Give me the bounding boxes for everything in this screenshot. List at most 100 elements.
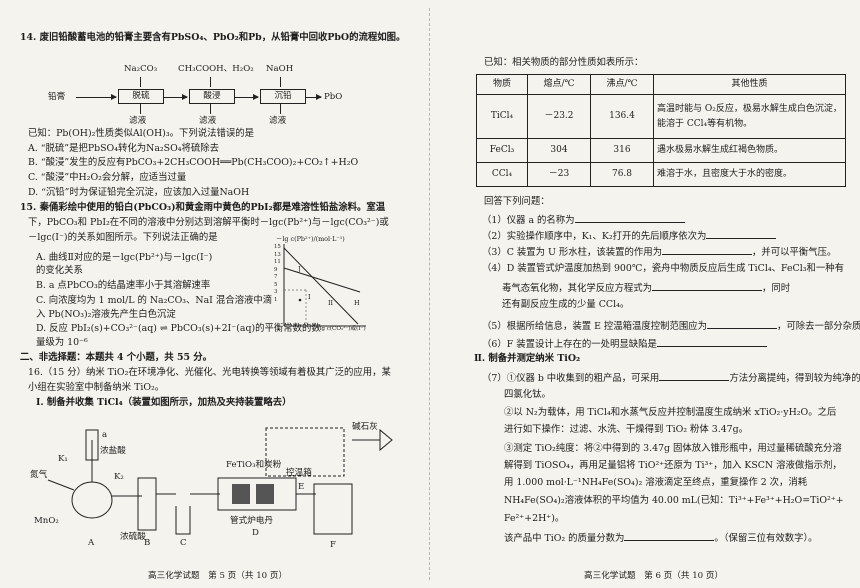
flow-start: 铅膏 — [48, 92, 66, 102]
q7-line2: 四氯化钛。 — [504, 389, 551, 400]
table-row: TiCl₄ －23.2 136.4 高温时能与 O₂反应，极易水解生成白色沉淀，… — [476, 94, 846, 139]
q15-graph-label-j: J — [298, 265, 301, 273]
left-column: 14. 废旧铅酸蓄电池的铅膏主要含有PbSO₄、PbO₂和Pb，从铅膏中回收Pb… — [0, 0, 420, 588]
q15-option-c-cont: 入 Pb(NO₃)₂溶液先产生白色沉淀 — [36, 309, 176, 320]
q7-line10: 该产品中 TiO₂ 的质量分数为。（保留三位有效数字）。 — [504, 530, 818, 547]
apparatus-label-F: F — [330, 540, 336, 550]
q2: （2）实验操作顺序中，K₁、K₂打开的先后顺序依次为 — [482, 228, 777, 245]
apparatus-label-E: E — [298, 482, 305, 492]
answer-intro: 回答下列问题： — [484, 196, 550, 207]
q3: （3）C 装置为 U 形水柱，该装置的作用为，并可以平衡气压。 — [482, 244, 836, 261]
q15-line3: －lgc(I⁻)的关系如图所示。下列说法正确的是 — [28, 232, 218, 243]
table-header: 熔点/℃ — [527, 74, 591, 95]
apparatus-label-D: D — [252, 528, 259, 538]
apparatus-label-a: a — [102, 430, 108, 440]
table-row: CCl₄ －23 76.8 难溶于水，且密度大于水的密度。 — [476, 162, 846, 187]
apparatus-label-fetio3: FeTiO₃和炭粉 — [226, 460, 282, 470]
q15-graph-ylabel: －lg c(Pb²⁺)/(mol·L⁻¹) — [276, 235, 345, 243]
answer-blank[interactable] — [624, 530, 715, 541]
q5: （5）根据所给信息，装置 E 控温箱温度控制范围应为，可除去一部分杂质。 — [482, 318, 860, 335]
apparatus-label-C: C — [180, 538, 187, 548]
apparatus-label-k1: K₁ — [58, 454, 68, 464]
apparatus-label-B: B — [144, 538, 151, 548]
flow-filtrate-2: 滤液 — [199, 116, 217, 126]
flow-reagent-3: NaOH — [266, 64, 294, 74]
properties-table: 物质 熔点/℃ 沸点/℃ 其他性质 TiCl₄ －23.2 136.4 高温时能… — [476, 74, 846, 187]
column-divider — [429, 8, 430, 580]
q16-apparatus-diagram: 氮气 K₁ K₂ a 浓盐酸 MnO₂ 浓硫酸 FeTiO₃和炭粉 A B C … — [30, 410, 402, 555]
apparatus-svg — [47, 427, 393, 535]
apparatus-label-A: A — [88, 538, 95, 548]
q7-line4: 进行如下操作：过滤、水洗、干燥得到 TiO₂ 粉体 3.47g。 — [504, 424, 749, 435]
q7-line1: （7）①仪器 b 中收集到的粗产品，可采用方法分离提纯，得到较为纯净的 — [482, 370, 860, 387]
q7-line3: ②以 N₂为载体，用 TiCl₄和水蒸气反应并控制温度生成纳米 xTiO₂·yH… — [504, 407, 837, 418]
apparatus-label-control-box: 控温箱 — [286, 468, 312, 478]
q15-option-a-cont: 的变化关系 — [36, 265, 83, 276]
flow-reagent-1: Na₂CO₃ — [124, 64, 158, 74]
q15-option-a: A. 曲线Ⅱ对应的是－lgc(Pb²⁺)与－lgc(I⁻) — [36, 252, 213, 263]
part2-heading: Ⅱ. 制备并测定纳米 TiO₂ — [474, 353, 581, 364]
flow-step-desulfurize: 脱硫 — [118, 89, 164, 104]
q16-line1: 16.（15 分）纳米 TiO₂在环境净化、光催化、光电转换等领域有着极其广泛的… — [28, 367, 391, 378]
apparatus-label-hcl: 浓盐酸 — [100, 446, 126, 456]
q15-option-d: D. 反应 PbI₂(s)+CO₃²⁻(aq) ⇌ PbCO₃(s)+2I⁻(a… — [36, 323, 321, 334]
q15-graph-label-i: I — [308, 293, 311, 301]
q7-line6: 解得到 TiOSO₄，再用足量铝将 TiO²⁺还原为 Ti³⁺，加入 KSCN … — [504, 460, 842, 471]
flow-reagent-2: CH₃COOH、H₂O₂ — [178, 64, 254, 74]
flow-filtrate-1: 滤液 — [129, 116, 147, 126]
apparatus-label-nitrogen: 氮气 — [30, 470, 48, 480]
apparatus-label-mno2: MnO₂ — [34, 516, 59, 526]
answer-blank[interactable] — [707, 318, 778, 329]
q15-option-c: C. 向浓度均为 1 mol/L 的 Na₂CO₃、NaI 混合溶液中滴 — [36, 295, 273, 306]
footer-page-6: 高三化学试题 第 6 页（共 10 页） — [584, 571, 724, 581]
table-header: 其他性质 — [653, 74, 846, 95]
q14-stem: 14. 废旧铅酸蓄电池的铅膏主要含有PbSO₄、PbO₂和Pb，从铅膏中回收Pb… — [20, 32, 406, 43]
q7-line5: ③测定 TiO₂纯度：将②中得到的 3.47g 固体放入锥形瓶中，用过量稀硫酸充… — [504, 443, 842, 454]
q7-line7: 用 1.000 mol·L⁻¹NH₄Fe(SO₄)₂ 溶液滴定至终点，重复操作 … — [504, 477, 808, 488]
q15-line2: 下，PbCO₃和 PbI₂在不同的溶液中分别达到溶解平衡时－lgc(Pb²⁺)与… — [28, 217, 389, 228]
q14-option-b: B. “酸浸”发生的反应有PbCO₃+2CH₃COOH══Pb(CH₃COO)₂… — [28, 157, 359, 168]
apparatus-label-furnace: 管式炉电丹 — [230, 516, 273, 526]
answer-blank[interactable] — [706, 228, 777, 239]
q16-part1-heading: Ⅰ. 制备并收集 TiCl₄（装置如图所示，加热及夹持装置略去） — [36, 397, 292, 408]
q1: （1）仪器 a 的名称为 — [482, 212, 685, 229]
flow-arrow — [305, 94, 322, 100]
flow-arrow — [76, 94, 117, 100]
table-row: FeCl₃ 304 316 遇水极易水解生成红褐色物质。 — [476, 138, 846, 163]
q16-line2: 小组在实验室中制备纳米 TiO₂。 — [28, 382, 165, 393]
apparatus-label-h2so4: 浓硫酸 — [120, 532, 146, 542]
apparatus-label-soda-lime: 碱石灰 — [352, 422, 378, 432]
q7-line9: Fe²⁺+2H⁺)。 — [504, 513, 565, 524]
q15-graph-label-h: H — [354, 299, 360, 307]
q4-line1: （4）D 装置管式炉温度加热到 900℃，瓷舟中物质反应后生成 TiCl₄、Fe… — [482, 263, 844, 274]
section2-heading: 二、非选择题：本题共 4 个小题，共 55 分。 — [20, 352, 213, 363]
q15-graph-label-ii: II — [328, 299, 334, 307]
flow-arrow — [234, 94, 259, 100]
flow-arrow — [163, 94, 188, 100]
table-header: 物质 — [476, 74, 528, 95]
q6: （6）F 装置设计上存在的一处明显缺陷是 — [482, 336, 767, 353]
answer-blank[interactable] — [659, 370, 730, 381]
answer-blank[interactable] — [574, 212, 685, 223]
q14-option-d: D. “沉铅”时为保证铅完全沉淀，应该加入过量NaOH — [28, 187, 250, 198]
q15-option-b: B. a 点PbCO₃的结晶速率小于其溶解速率 — [36, 280, 211, 291]
right-column: 已知：相关物质的部分性质如表所示： 物质 熔点/℃ 沸点/℃ 其他性质 TiCl… — [438, 0, 860, 588]
answer-blank[interactable] — [656, 336, 767, 347]
answer-blank[interactable] — [661, 244, 752, 255]
q15-option-d-cont: 量级为 10⁻⁶ — [36, 337, 88, 348]
flow-filtrate-3: 滤液 — [269, 116, 287, 126]
flow-step-precipitate: 沉铅 — [260, 89, 306, 104]
q15-line1: 15. 秦俑彩绘中使用的铅白(PbCO₃)和黄金雨中黄色的PbI₂都是难溶性铅盐… — [20, 202, 386, 213]
q14-option-a: A. “脱硫”是把PbSO₄转化为Na₂SO₄将硫除去 — [28, 143, 220, 154]
q4-line3: 还有副反应生成的少量 CCl₄。 — [502, 299, 630, 310]
answer-blank[interactable] — [652, 280, 763, 291]
q4-line2: 毒气态氧化物，其化学反应方程式为，同时 — [502, 280, 790, 297]
apparatus-label-k2: K₂ — [114, 472, 124, 482]
flow-step-acid-leach: 酸浸 — [189, 89, 235, 104]
q15-graph-xlabel: －lg c(CO₃²⁻)或(I⁻) — [314, 326, 366, 332]
flow-end: PbO — [324, 92, 343, 102]
q15-graph-svg — [283, 244, 366, 327]
